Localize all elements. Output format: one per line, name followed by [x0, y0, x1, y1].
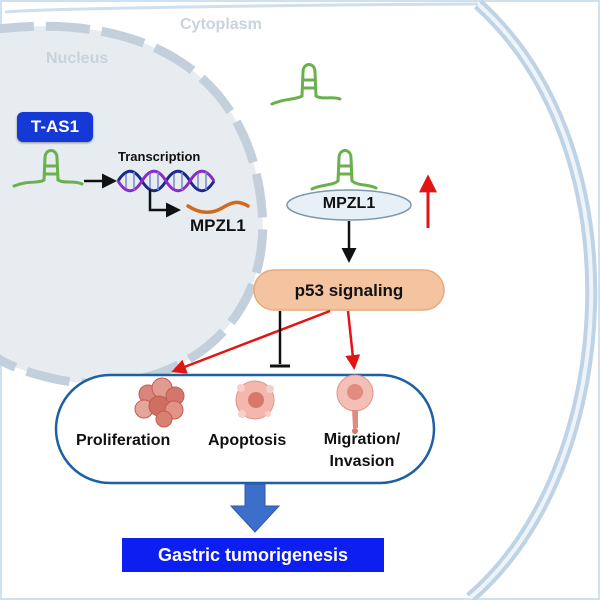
- mpzl1-mrna-icon: [186, 200, 250, 214]
- lncrna-cytoplasm-icon: [270, 63, 342, 106]
- mpzl1-mrna-label: MPZL1: [190, 216, 246, 235]
- proliferation-cells-icon: [134, 377, 185, 428]
- nucleus-label: Nucleus: [46, 50, 109, 67]
- migration-label-line1: Migration/: [323, 431, 401, 448]
- cytoplasm-label: Cytoplasm: [180, 16, 262, 33]
- apoptosis-cell-icon: [235, 380, 275, 420]
- nucleus: [0, 21, 268, 388]
- lncrna-mpzl1-icon: [310, 149, 378, 191]
- gastric-tumorigenesis-box: Gastric tumorigenesis: [122, 538, 384, 572]
- p53-signaling-label: p53 signaling: [294, 281, 404, 300]
- migration-cell-icon: [336, 374, 374, 434]
- dna-helix-icon: [116, 169, 216, 193]
- mrna-arrow: [148, 190, 181, 218]
- p53-signaling-box: [253, 269, 445, 311]
- proliferation-arrow: [171, 309, 331, 374]
- migration-arrow: [345, 310, 361, 370]
- transcription-label: Transcription: [118, 149, 201, 164]
- cell-membrane: [4, 0, 598, 600]
- apoptosis-label: Apoptosis: [208, 432, 287, 449]
- mpzl1-protein-label: MPZL1: [322, 195, 376, 212]
- mpzl1-protein-shape: [286, 189, 412, 221]
- down-arrow-icon: [229, 483, 281, 533]
- migration-label-line2: Invasion: [329, 453, 395, 470]
- proliferation-label: Proliferation: [76, 432, 171, 449]
- lncrna-nucleus-icon: [12, 149, 84, 188]
- t-as1-badge: T-AS1: [17, 112, 93, 142]
